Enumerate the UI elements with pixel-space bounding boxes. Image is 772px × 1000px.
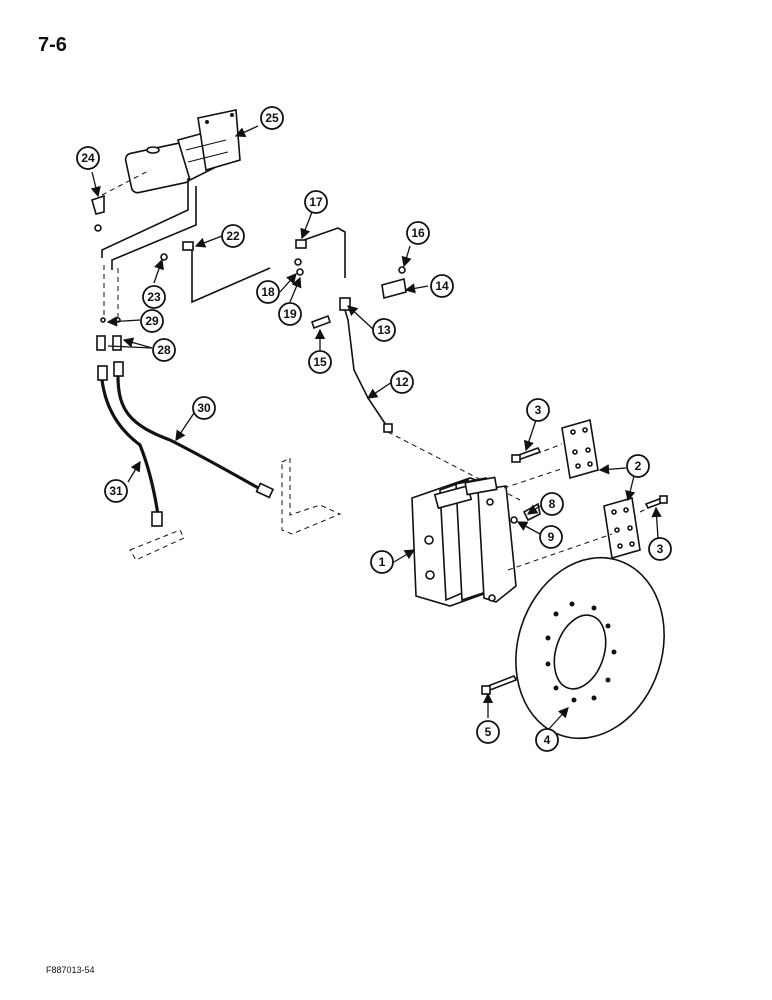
callout-label: 3 (657, 542, 664, 556)
callout-label: 13 (377, 323, 391, 337)
callout-label: 1 (379, 555, 386, 569)
brake-disc (515, 556, 665, 740)
callout-bubble: 23 (142, 285, 166, 309)
callout-bubble: 15 (308, 350, 332, 374)
callout-label: 24 (81, 151, 95, 165)
callout-label: 5 (485, 725, 492, 739)
callout-label: 19 (283, 307, 297, 321)
callout-label: 23 (147, 290, 161, 304)
callout-bubble: 16 (406, 221, 430, 245)
callout-bubble: 18 (256, 280, 280, 304)
callout-bubble: 13 (372, 318, 396, 342)
callout-bubble: 19 (278, 302, 302, 326)
callout-label: 30 (197, 401, 211, 415)
callout-bubble: 4 (535, 728, 559, 752)
callout-bubble: 14 (430, 274, 454, 298)
callout-label: 16 (411, 226, 425, 240)
leader-lines (90, 125, 662, 731)
callout-bubble: 12 (390, 370, 414, 394)
callout-label: 12 (395, 375, 409, 389)
callout-bubble: 29 (140, 309, 164, 333)
callout-bubble: 24 (76, 146, 100, 170)
callout-label: 9 (548, 530, 555, 544)
callout-label: 2 (635, 459, 642, 473)
callout-bubble: 28 (152, 338, 176, 362)
brake-lines (101, 169, 521, 501)
bolts (481, 447, 668, 695)
callout-bubble: 3 (526, 398, 550, 422)
callout-label: 31 (109, 484, 123, 498)
brake-hoses (100, 375, 275, 527)
callout-bubble: 25 (260, 106, 284, 130)
callout-label: 15 (313, 355, 327, 369)
callout-label: 14 (435, 279, 449, 293)
callout-bubble: 30 (192, 396, 216, 420)
callout-bubble: 8 (540, 492, 564, 516)
frame-outline (129, 457, 342, 561)
callout-label: 25 (265, 111, 279, 125)
figure-code: F887013-54 (46, 965, 95, 975)
master-cylinder (124, 109, 241, 194)
callout-bubble: 3 (648, 537, 672, 561)
callout-bubble: 17 (304, 190, 328, 214)
callout-label: 4 (544, 733, 551, 747)
callout-bubble: 9 (539, 525, 563, 549)
mounting-plates (503, 418, 653, 571)
callout-bubble: 31 (104, 479, 128, 503)
callout-label: 28 (157, 343, 171, 357)
callout-label: 8 (549, 497, 556, 511)
callout-label: 17 (309, 195, 323, 209)
callout-bubble: 22 (221, 224, 245, 248)
callout-label: 22 (226, 229, 240, 243)
callout-bubble: 2 (626, 454, 650, 478)
page-reference: 7-6 (38, 34, 67, 56)
callout-bubble: 5 (476, 720, 500, 744)
callout-label: 29 (145, 314, 159, 328)
brake-caliper (411, 476, 517, 607)
callout-label: 3 (535, 403, 542, 417)
callout-bubble: 1 (370, 550, 394, 574)
callout-label: 18 (261, 285, 275, 299)
